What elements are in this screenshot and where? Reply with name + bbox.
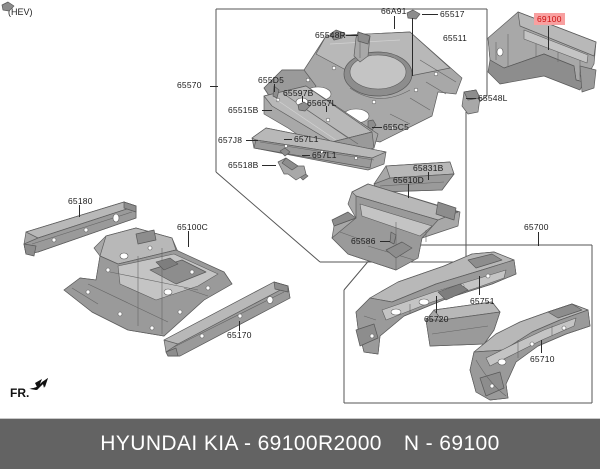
part-art-65100C [58,226,238,344]
callout-657J8[interactable]: 657J8 [218,135,243,145]
part-art-655D5 [270,84,282,100]
part-art-65586 [386,230,400,246]
front-direction-arrow-icon [28,376,50,397]
callout-65831B[interactable]: 65831B [413,163,444,173]
callout-65720[interactable]: 65720 [424,314,449,324]
leader-69100 [548,26,549,50]
leader-65100C [188,231,189,247]
part-art-65610D [326,182,466,274]
callout-65170[interactable]: 65170 [227,330,252,340]
leader-65570 [210,86,218,87]
callout-657L1-lower[interactable]: 657L1 [312,150,337,160]
leader-657J8 [246,140,258,141]
part-art-65170 [162,280,292,360]
part-art-657L1-upper [278,146,292,158]
leader-65518B [262,165,276,166]
leader-657L1-lower [302,155,310,156]
variant-note: (HEV) [8,7,33,17]
leader-657L1-upper [284,139,292,140]
leader-65515B [262,110,272,111]
footer-alt-part: N - 69100 [403,432,500,455]
leader-65710 [541,340,542,353]
part-art-65751 [424,300,504,350]
leader-655D5 [274,84,275,92]
footer-caption: HYUNDAI KIA - 69100R2000 N - 69100 [100,432,499,456]
callout-65570[interactable]: 65570 [177,80,202,90]
part-art-65548L [460,88,484,116]
leader-65720 [436,296,437,313]
part-art-65597B [296,100,312,114]
callout-65751[interactable]: 65751 [470,296,495,306]
leader-65700 [538,232,539,246]
callout-65180[interactable]: 65180 [68,196,93,206]
callout-69100[interactable]: 69100 [534,13,565,25]
part-art-66A91 [328,28,346,42]
leader-655C5 [372,127,382,128]
part-art-65518B [276,156,308,182]
part-art-65831B [372,160,456,194]
leader-65511-v [412,18,413,76]
part-art-65548R [352,30,374,64]
leader-65586 [380,241,390,242]
part-art-65180 [20,200,140,266]
leader-65831B [428,172,429,180]
leader-66A91 [394,16,395,29]
callout-657L1-upper[interactable]: 657L1 [294,134,319,144]
part-art-65657L [0,0,16,14]
part-art-657J8 [250,126,390,172]
footer-brand-part: HYUNDAI KIA - 69100R2000 [100,432,382,455]
leader-65548L [466,98,476,99]
part-art-65720 [352,250,522,370]
callout-65517[interactable]: 65517 [440,9,465,19]
callout-65511[interactable]: 65511 [443,33,468,43]
callout-65518B[interactable]: 65518B [228,160,259,170]
callout-655C5[interactable]: 655C5 [383,122,410,132]
leader-65597B [302,96,303,102]
callout-66A91[interactable]: 66A91 [381,6,407,16]
callout-65700[interactable]: 65700 [524,222,549,232]
leader-65180 [79,205,80,217]
leader-65517-h [422,14,438,15]
leader-65170 [239,321,240,331]
callout-65597B[interactable]: 65597B [283,88,314,98]
callout-65548R[interactable]: 65548R [315,30,346,40]
leader-65657L [326,106,327,112]
leader-65610D [408,184,409,198]
part-art-65710 [462,300,594,404]
callout-655D5[interactable]: 655D5 [258,75,285,85]
orientation-label: FR. [10,386,30,400]
callout-65548L[interactable]: 65548L [478,93,508,103]
callout-65610D[interactable]: 65610D [393,175,424,185]
callout-65657L[interactable]: 65657L [307,98,337,108]
callout-65710[interactable]: 65710 [530,354,555,364]
callout-65100C[interactable]: 65100C [177,222,208,232]
callout-65586[interactable]: 65586 [351,236,376,246]
footer-divider [0,418,600,419]
callout-65515B[interactable]: 65515B [228,105,259,115]
leader-65548R [346,35,358,36]
part-art-65517 [404,8,422,22]
footer-bar: HYUNDAI KIA - 69100R2000 N - 69100 [0,419,600,469]
leader-65751 [479,276,480,295]
